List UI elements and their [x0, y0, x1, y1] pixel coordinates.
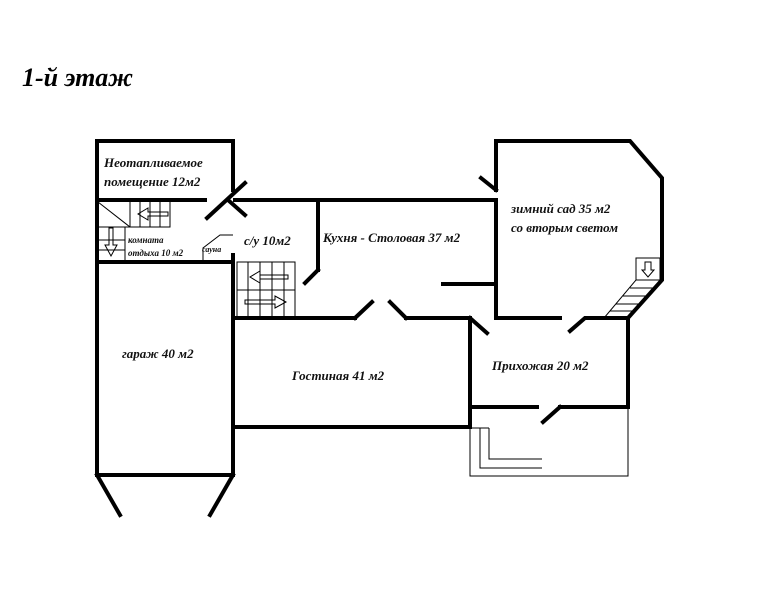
floor-title: 1-й этаж [22, 63, 133, 92]
label-kitchen: Кухня - Столовая 37 м2 [322, 230, 461, 245]
label-garden-2: со вторым светом [511, 220, 618, 235]
room-labels: Неотапливаемое помещение 12м2 комната от… [103, 155, 618, 383]
porch [469, 407, 629, 477]
label-rest-1: комната [128, 235, 164, 245]
label-bathroom: с/у 10м2 [244, 233, 291, 248]
walls [94, 139, 664, 518]
label-garden-1: зимний сад 35 м2 [510, 201, 611, 216]
stairs [97, 200, 664, 319]
label-garage: гараж 40 м2 [122, 346, 194, 361]
label-sauna: сауна [202, 245, 221, 254]
arrow-left-icon [249, 270, 289, 284]
label-rest-2: отдыха 10 м2 [128, 248, 184, 258]
label-hall: Прихожая 20 м2 [491, 358, 589, 373]
label-unheated-1: Неотапливаемое [103, 155, 203, 170]
arrow-right-icon [244, 295, 288, 309]
label-living: Гостиная 41 м2 [291, 368, 385, 383]
label-unheated-2: помещение 12м2 [104, 174, 201, 189]
